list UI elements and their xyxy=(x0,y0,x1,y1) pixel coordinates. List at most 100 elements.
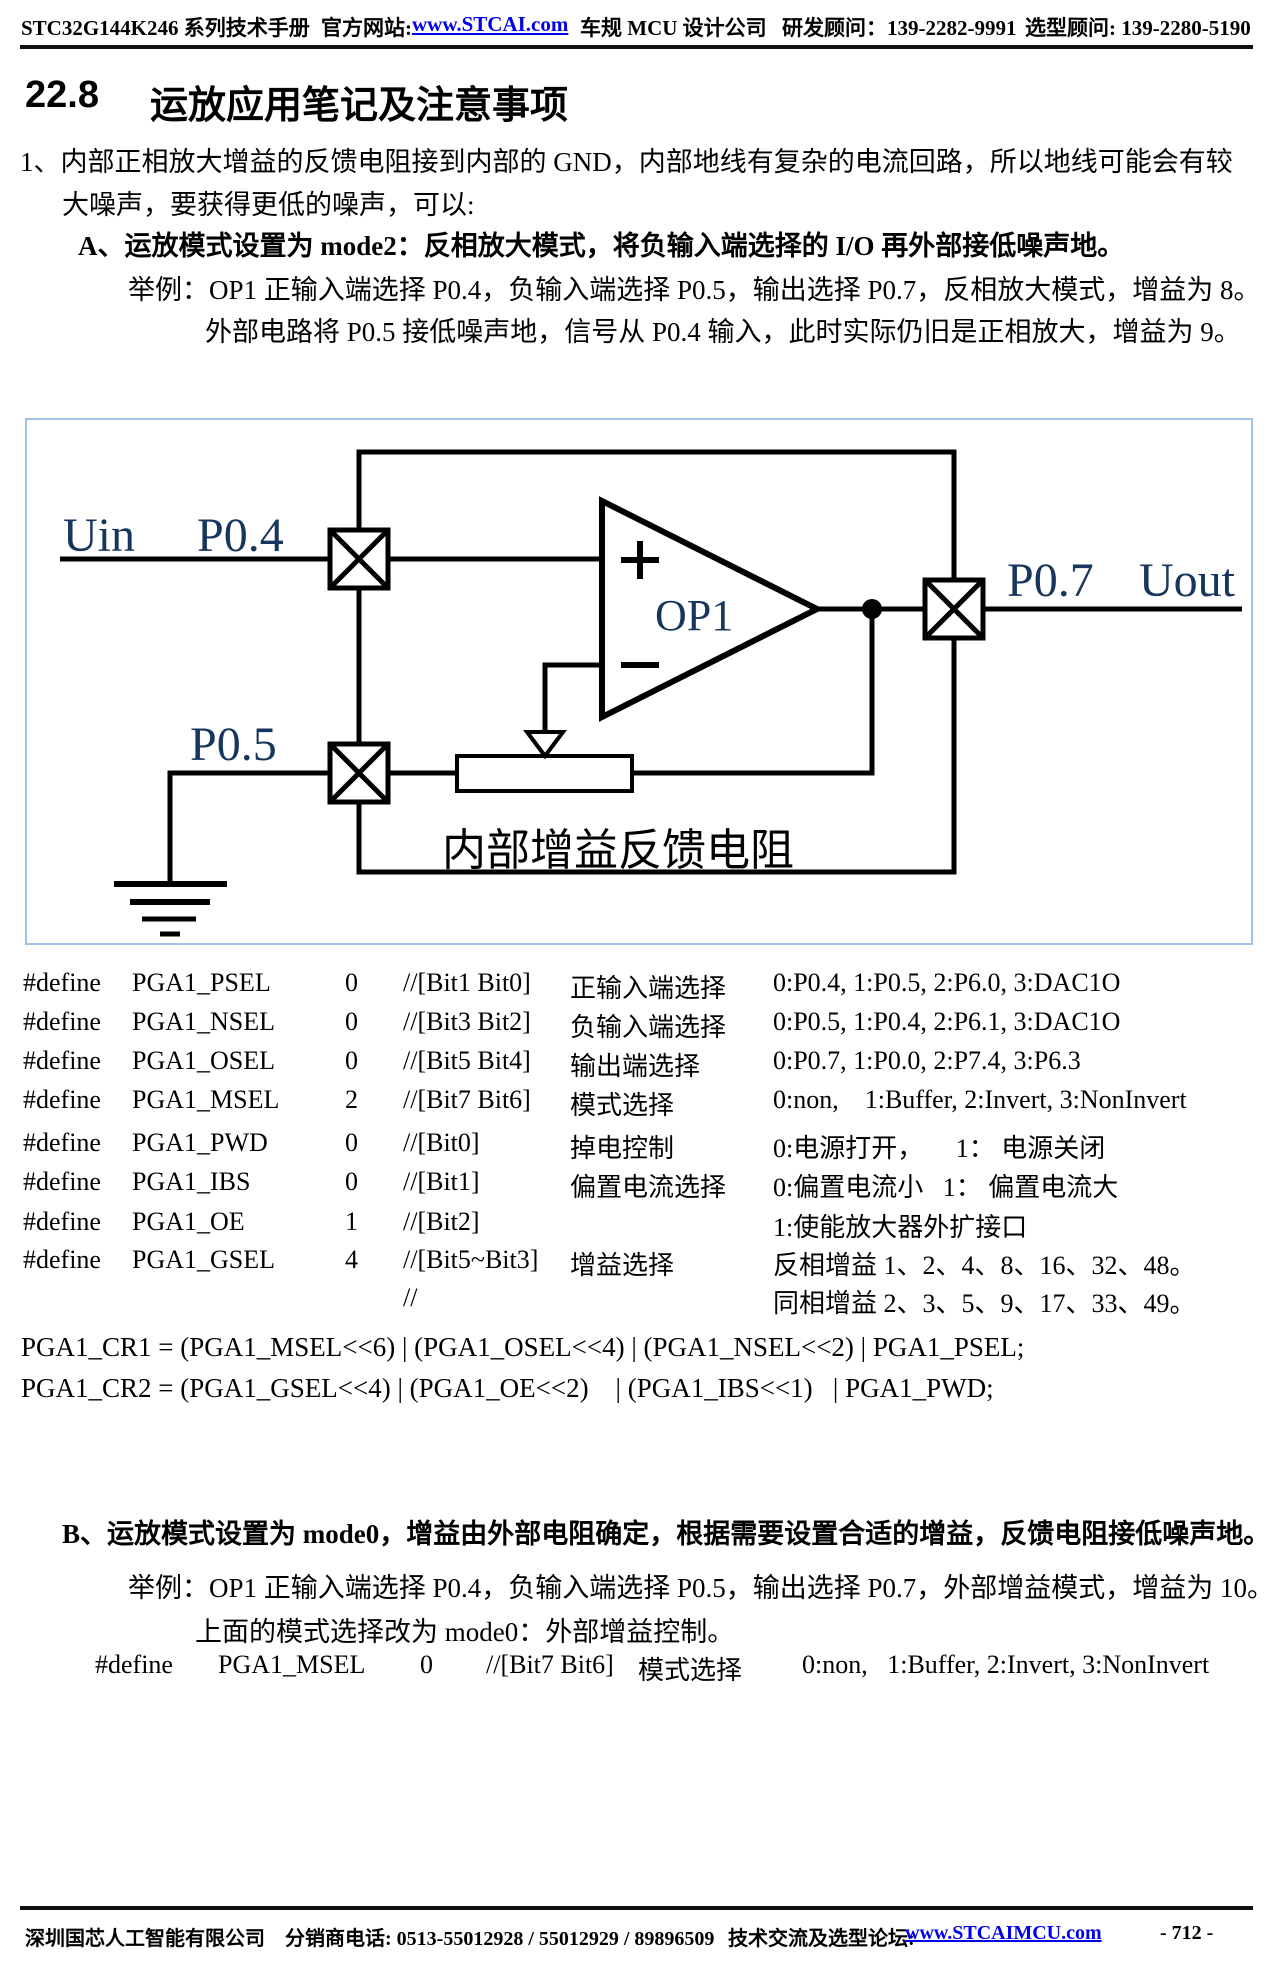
section-a-heading: A、运放模式设置为 mode2：反相放大模式，将负输入端选择的 I/O 再外部接… xyxy=(78,231,1125,261)
site-link[interactable]: www.STCAI.com xyxy=(412,12,569,36)
define-bits: //[Bit7 Bit6] xyxy=(403,1085,531,1114)
opamp-label: OP1 xyxy=(655,591,733,640)
define-keyword: #define xyxy=(23,1128,101,1157)
negative-input-wire xyxy=(542,662,602,734)
define-options: 反相增益 1、2、4、8、16、32、48。 xyxy=(773,1251,1196,1280)
define-value: 0 xyxy=(345,1007,358,1036)
define-name: PGA1_IBS xyxy=(132,1167,251,1196)
uout-label: Uout xyxy=(1139,554,1236,607)
p07-io-pad-x-icon xyxy=(922,577,986,641)
define-value: 0 xyxy=(345,1046,358,1075)
define-bits: //[Bit7 Bit6] xyxy=(486,1650,614,1679)
define-row: #define PGA1_PSEL 0 //[Bit1 Bit0] 正输入端选择… xyxy=(0,968,1273,1006)
define-keyword: #define xyxy=(95,1650,173,1679)
define-bits: // xyxy=(403,1283,418,1312)
define-options: 0:P0.4, 1:P0.5, 2:P6.0, 3:DAC1O xyxy=(773,968,1121,997)
define-row-continuation: // 同相增益 2、3、5、9、17、33、49。 xyxy=(0,1283,1273,1321)
define-keyword: #define xyxy=(23,1085,101,1114)
define-desc: 负输入端选择 xyxy=(570,1013,727,1042)
footer-forum-label: 技术交流及选型论坛: xyxy=(728,1928,915,1950)
define-desc: 输出端选择 xyxy=(570,1052,701,1081)
intro-line-2: 大噪声，要获得更低的噪声，可以: xyxy=(62,190,475,220)
p07-label: P0.7 xyxy=(1007,554,1094,607)
define-desc: 正输入端选择 xyxy=(570,974,727,1003)
section-a-example-1: 举例：OP1 正输入端选择 P0.4，负输入端选择 P0.5，输出选择 P0.7… xyxy=(128,275,1261,305)
p05-io-pad-x-icon xyxy=(327,741,391,805)
define-desc: 偏置电流选择 xyxy=(570,1173,727,1202)
define-keyword: #define xyxy=(23,968,101,997)
define-desc: 模式选择 xyxy=(638,1656,743,1685)
define-bits: //[Bit1 Bit0] xyxy=(403,968,531,997)
chip-bottom-rail xyxy=(356,638,957,875)
opamp-circuit-diagram: Uin P0.4 P0.5 P0.7 Uout OP1 内部增益反馈电阻 xyxy=(25,418,1253,945)
junction-dot-icon xyxy=(862,599,882,619)
section-b-heading: B、运放模式设置为 mode0，增益由外部电阻确定，根据需要设置合适的增益，反馈… xyxy=(62,1519,1271,1549)
manual-title: STC32G144K246 系列技术手册 xyxy=(21,16,310,40)
define-name: PGA1_OE xyxy=(132,1207,245,1236)
resistor-label: 内部增益反馈电阻 xyxy=(442,826,794,875)
define-options: 0:P0.7, 1:P0.0, 2:P7.4, 3:P6.3 xyxy=(773,1046,1081,1075)
footer-forum-link[interactable]: www.STCAIMCU.com xyxy=(905,1922,1102,1944)
footer-company: 深圳国芯人工智能有限公司 xyxy=(25,1928,265,1950)
chip-top-rail xyxy=(356,449,957,580)
p05-label: P0.5 xyxy=(190,718,277,771)
define-options: 同相增益 2、3、5、9、17、33、49。 xyxy=(773,1289,1196,1318)
define-bits: //[Bit1] xyxy=(403,1167,480,1196)
define-keyword: #define xyxy=(23,1207,101,1236)
define-row: #define PGA1_OE 1 //[Bit2] 1:使能放大器外扩接口 xyxy=(0,1207,1273,1245)
define-keyword: #define xyxy=(23,1167,101,1196)
ground-icon xyxy=(114,881,227,937)
p04-io-pad-x-icon xyxy=(327,527,391,591)
footer-rule xyxy=(20,1906,1253,1910)
define-row: #define PGA1_GSEL 4 //[Bit5~Bit3] 增益选择 反… xyxy=(0,1245,1273,1283)
define-value: 2 xyxy=(345,1085,358,1114)
define-name: PGA1_OSEL xyxy=(132,1046,276,1075)
section-a-example-2: 外部电路将 P0.5 接低噪声地，信号从 P0.4 输入，此时实际仍旧是正相放大… xyxy=(205,317,1241,347)
define-name: PGA1_MSEL xyxy=(132,1085,280,1114)
define-row: #define PGA1_MSEL 2 //[Bit7 Bit6] 模式选择 0… xyxy=(0,1085,1273,1123)
plus-icon xyxy=(621,541,659,579)
define-bits: //[Bit5 Bit4] xyxy=(403,1046,531,1075)
define-options: 0:P0.5, 1:P0.4, 2:P6.1, 3:DAC1O xyxy=(773,1007,1121,1036)
define-name: PGA1_MSEL xyxy=(218,1650,366,1679)
define-value: 4 xyxy=(345,1245,358,1274)
define-name: PGA1_GSEL xyxy=(132,1245,276,1274)
define-value: 0 xyxy=(345,1128,358,1157)
footer-phones: 分销商电话: 0513-55012928 / 55012929 / 898965… xyxy=(285,1928,715,1950)
page-title: 运放应用笔记及注意事项 xyxy=(150,85,569,127)
ground-wire xyxy=(167,770,330,884)
section-b-define-row: #define PGA1_MSEL 0 //[Bit7 Bit6] 模式选择 0… xyxy=(0,1650,1273,1688)
define-options: 0:non, 1:Buffer, 2:Invert, 3:NonInvert xyxy=(802,1650,1210,1679)
pga1-cr1-equation: PGA1_CR1 = (PGA1_MSEL<<6) | (PGA1_OSEL<<… xyxy=(21,1332,1025,1362)
p04-label: P0.4 xyxy=(197,509,284,562)
sel-contact: 选型顾问: 139-2280-5190 xyxy=(1025,16,1251,40)
define-desc: 模式选择 xyxy=(570,1091,675,1120)
define-options: 1:使能放大器外扩接口 xyxy=(773,1213,1028,1242)
define-name: PGA1_PSEL xyxy=(132,968,271,997)
pga1-cr2-equation: PGA1_CR2 = (PGA1_GSEL<<4) | (PGA1_OE<<2)… xyxy=(21,1373,994,1403)
define-bits: //[Bit3 Bit2] xyxy=(403,1007,531,1036)
define-name: PGA1_NSEL xyxy=(132,1007,276,1036)
define-value: 0 xyxy=(345,968,358,997)
section-number: 22.8 xyxy=(25,74,99,116)
define-value: 0 xyxy=(345,1167,358,1196)
define-keyword: #define xyxy=(23,1245,101,1274)
define-keyword: #define xyxy=(23,1046,101,1075)
define-options: 0:non, 1:Buffer, 2:Invert, 3:NonInvert xyxy=(773,1085,1187,1114)
define-bits: //[Bit5~Bit3] xyxy=(403,1245,539,1274)
circuit-svg: Uin P0.4 P0.5 P0.7 Uout OP1 内部增益反馈电阻 xyxy=(60,449,1242,937)
define-name: PGA1_PWD xyxy=(132,1128,268,1157)
define-row: #define PGA1_IBS 0 //[Bit1] 偏置电流选择 0:偏置电… xyxy=(0,1167,1273,1205)
define-bits: //[Bit2] xyxy=(403,1207,480,1236)
company-tagline: 车规 MCU 设计公司 xyxy=(580,16,767,40)
define-bits: //[Bit0] xyxy=(403,1128,480,1157)
define-keyword: #define xyxy=(23,1007,101,1036)
feedback-resistor xyxy=(455,754,634,793)
define-value: 0 xyxy=(420,1650,433,1679)
site-label: 官方网站: xyxy=(321,16,418,40)
section-b-example-2: 上面的模式选择改为 mode0：外部增益控制。 xyxy=(195,1617,735,1647)
rd-contact: 研发顾问：139-2282-9991 xyxy=(782,16,1017,40)
define-options: 0:电源打开， 1： 电源关闭 xyxy=(773,1134,1106,1163)
intro-line-1: 1、内部正相放大增益的反馈电阻接到内部的 GND，内部地线有复杂的电流回路，所以… xyxy=(20,147,1233,177)
uin-label: Uin xyxy=(63,509,135,562)
